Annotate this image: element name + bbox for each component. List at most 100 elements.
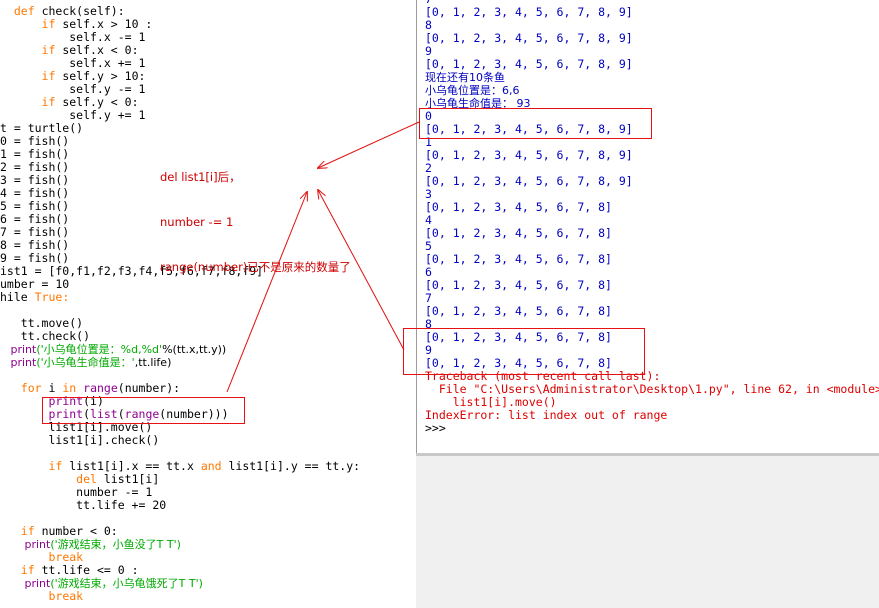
code-token: self.y > 10: [55,69,146,83]
code-token: ist1 = [f0,f1,f2,f3,f4,f5,f6,f7,f8,f9] [0,264,264,278]
output-line: 6 [425,265,432,279]
code-token: i [41,381,63,395]
code-line: tt.life += 20 [0,499,166,512]
code-token [0,356,11,369]
code-editor[interactable]: def check(self): if self.x > 10 : self.x… [0,0,416,605]
code-token: self.x < 0: [55,43,139,57]
code-token: print [10,356,37,369]
code-token [0,589,48,603]
output-line: 小乌龟生命值是： 93 [425,97,531,110]
output-line: [0, 1, 2, 3, 4, 5, 6, 7, 8, 9] [425,148,633,162]
code-line: self.y += 1 [0,109,145,122]
code-token: break [48,550,84,564]
code-line: break [0,590,83,603]
code-token: def [13,4,35,18]
code-token: if [20,563,35,577]
error-line: IndexError: list index out of range [425,408,668,422]
code-token: 9 = fish() [0,251,70,265]
code-token: tt.move() [0,316,84,330]
code-line: del list1[i] [0,473,159,486]
python-shell-output[interactable]: 7[0, 1, 2, 3, 4, 5, 6, 7, 8, 9]8[0, 1, 2… [416,0,879,453]
code-token: self.y += 1 [0,108,146,122]
annotation-line-3: range(number)已不是原来的数量了 [160,260,351,274]
code-line: tt.check() [0,330,90,343]
code-token: t = turtle() [0,121,84,135]
code-token: print [24,577,51,590]
output-line: [0, 1, 2, 3, 4, 5, 6, 7, 8, 9] [425,174,633,188]
code-token [0,43,42,57]
code-token: (number): [117,381,181,395]
code-token: if [41,17,56,31]
code-token: 0 = fish() [0,134,70,148]
code-token: number -= 1 [0,485,153,499]
output-line: 9 [425,44,432,58]
code-token: self.x > 10 : [55,17,153,31]
code-line: 2 = fish() [0,161,69,174]
code-line: self.y -= 1 [0,83,145,96]
output-line: 9 [425,343,432,357]
output-line: [0, 1, 2, 3, 4, 5, 6, 7, 8] [425,252,612,266]
code-line: if tt.life <= 0 : [0,564,139,577]
code-line: t = turtle() [0,122,83,135]
output-line: 7 [425,291,432,305]
code-line: if self.y < 0: [0,96,139,109]
output-line: 1 [425,135,432,149]
highlight-print-range [42,397,245,424]
highlight-output-first [419,108,652,139]
output-line: [0, 1, 2, 3, 4, 5, 6, 7, 8] [425,356,612,370]
code-token: 8 = fish() [0,238,70,252]
output-line: [0, 1, 2, 3, 4, 5, 6, 7, 8] [425,226,612,240]
code-line: number -= 1 [0,486,152,499]
code-line: break [0,551,83,564]
code-token [0,550,48,564]
code-token: ,tt.life) [134,356,172,369]
code-line: 8 = fish() [0,239,69,252]
output-line: [0, 1, 2, 3, 4, 5, 6, 7, 8, 9] [425,5,633,19]
output-line: [0, 1, 2, 3, 4, 5, 6, 7, 8, 9] [425,122,633,136]
annotation-line-1: del list1[i]后， [160,170,241,184]
code-token: print [24,538,51,551]
code-line: print('游戏结束，小乌龟饿死了T T') [0,577,202,590]
output-line: 现在还有10条鱼 [425,71,505,84]
code-token: if [20,524,35,538]
code-line: 1 = fish() [0,148,69,161]
code-token: self.y < 0: [55,95,139,109]
code-line: 7 = fish() [0,226,69,239]
code-token: if [41,95,56,109]
annotation-line-2: number -= 1 [160,215,234,229]
code-line: umber = 10 [0,278,69,291]
code-line: 5 = fish() [0,200,69,213]
code-token: 3 = fish() [0,173,70,187]
code-token [0,95,42,109]
output-line: 5 [425,239,432,253]
code-token [0,381,21,395]
output-line: 2 [425,161,432,175]
output-line: [0, 1, 2, 3, 4, 5, 6, 7, 8, 9] [425,31,633,45]
code-line: 9 = fish() [0,252,69,265]
code-token: 4 = fish() [0,186,70,200]
code-token: 5 = fish() [0,199,70,213]
code-line: def check(self): [0,5,125,18]
output-line: [0, 1, 2, 3, 4, 5, 6, 7, 8] [425,200,612,214]
shell-window-bottom [416,453,879,608]
code-line: hile True: [0,291,69,304]
code-token: %(tt.x,tt.y)) [162,343,227,356]
code-line: 4 = fish() [0,187,69,200]
code-token: list1[i].check() [0,433,160,447]
shell-prompt[interactable]: >>> [425,421,453,435]
output-line: 8 [425,317,432,331]
code-line: print(list(range(number))) [0,407,228,421]
output-line: [0, 1, 2, 3, 4, 5, 6, 7, 8] [425,278,612,292]
code-token: self.x += 1 [0,56,146,70]
code-token: list1[i].y == tt.y: [221,459,361,473]
code-token: if [41,43,56,57]
output-line: 3 [425,187,432,201]
code-line: self.x -= 1 [0,31,145,44]
output-line: 8 [425,18,432,32]
code-line: self.x += 1 [0,57,145,70]
code-token: range [124,407,160,421]
code-token [0,69,42,83]
code-line: if self.x > 10 : [0,17,153,31]
code-token: 1 = fish() [0,147,70,161]
code-token: if [48,459,63,473]
